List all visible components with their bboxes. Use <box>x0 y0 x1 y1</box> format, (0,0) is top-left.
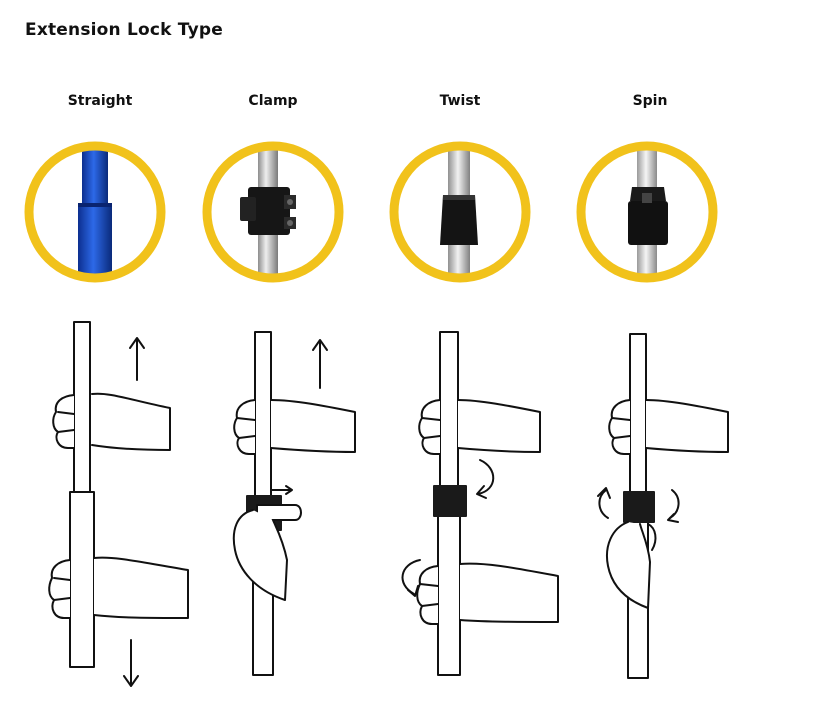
label-straight: Straight <box>67 93 133 109</box>
spin-usage-illustration <box>568 300 768 720</box>
straight-lock-photo <box>20 137 170 287</box>
twist-usage-illustration <box>380 300 580 720</box>
arrow-up-icon <box>129 337 145 381</box>
spin-lock-photo <box>572 137 722 287</box>
page-title: Extension Lock Type <box>25 20 223 40</box>
arrow-down-icon <box>123 639 139 687</box>
label-twist: Twist <box>439 93 481 109</box>
clamp-usage-illustration <box>195 300 395 720</box>
clamp-lock-photo <box>198 137 348 287</box>
rotate-arrow-icon <box>597 487 611 519</box>
arrow-right-icon <box>270 485 293 495</box>
straight-usage-illustration <box>10 300 210 720</box>
arrow-up-icon <box>312 339 328 389</box>
label-clamp: Clamp <box>248 93 298 109</box>
twist-lock-photo <box>385 137 535 287</box>
rotate-arrow-icon <box>667 489 680 523</box>
label-spin: Spin <box>632 93 668 109</box>
rotate-arrow-icon <box>476 459 495 499</box>
